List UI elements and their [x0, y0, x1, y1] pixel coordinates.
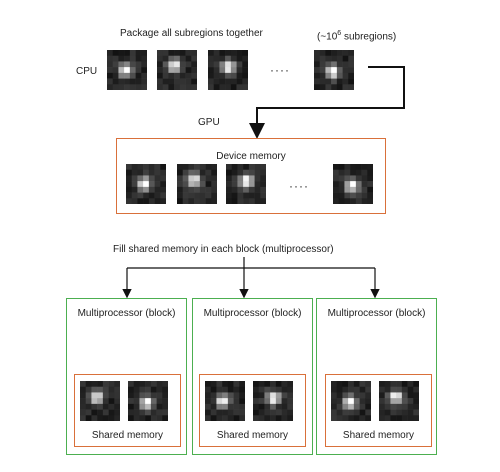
- package-label: Package all subregions together: [120, 28, 263, 40]
- shared-subregion-patch: [80, 381, 120, 421]
- gpu-label: GPU: [198, 117, 220, 129]
- shared-subregion-patch: [128, 381, 168, 421]
- cpu-ellipsis: ····: [270, 64, 290, 76]
- device-subregion-patch: [333, 164, 373, 204]
- shared-subregion-patch: [253, 381, 293, 421]
- shared-memory-label: Shared memory: [75, 430, 180, 442]
- shared-subregion-patch: [205, 381, 245, 421]
- device-subregion-patch: [126, 164, 166, 204]
- block-title: Multiprocessor (block): [317, 308, 436, 320]
- shared-subregion-patch: [379, 381, 419, 421]
- shared-memory-label: Shared memory: [200, 430, 305, 442]
- device-subregion-patch: [226, 164, 266, 204]
- cpu-subregion-patch: [314, 50, 354, 90]
- device-ellipsis: ····: [289, 180, 309, 192]
- device-memory-label: Device memory: [117, 151, 385, 163]
- cpu-subregion-patch: [107, 50, 147, 90]
- shared-subregion-patch: [331, 381, 371, 421]
- cpu-subregion-patch: [208, 50, 248, 90]
- device-subregion-patch: [177, 164, 217, 204]
- fill-shared-memory-label: Fill shared memory in each block (multip…: [113, 244, 334, 256]
- cpu-label: CPU: [76, 66, 97, 78]
- block-title: Multiprocessor (block): [193, 308, 312, 320]
- subregion-count-label: (~106 subregions): [317, 28, 396, 43]
- shared-memory-label: Shared memory: [326, 430, 431, 442]
- cpu-subregion-patch: [157, 50, 197, 90]
- block-title: Multiprocessor (block): [67, 308, 186, 320]
